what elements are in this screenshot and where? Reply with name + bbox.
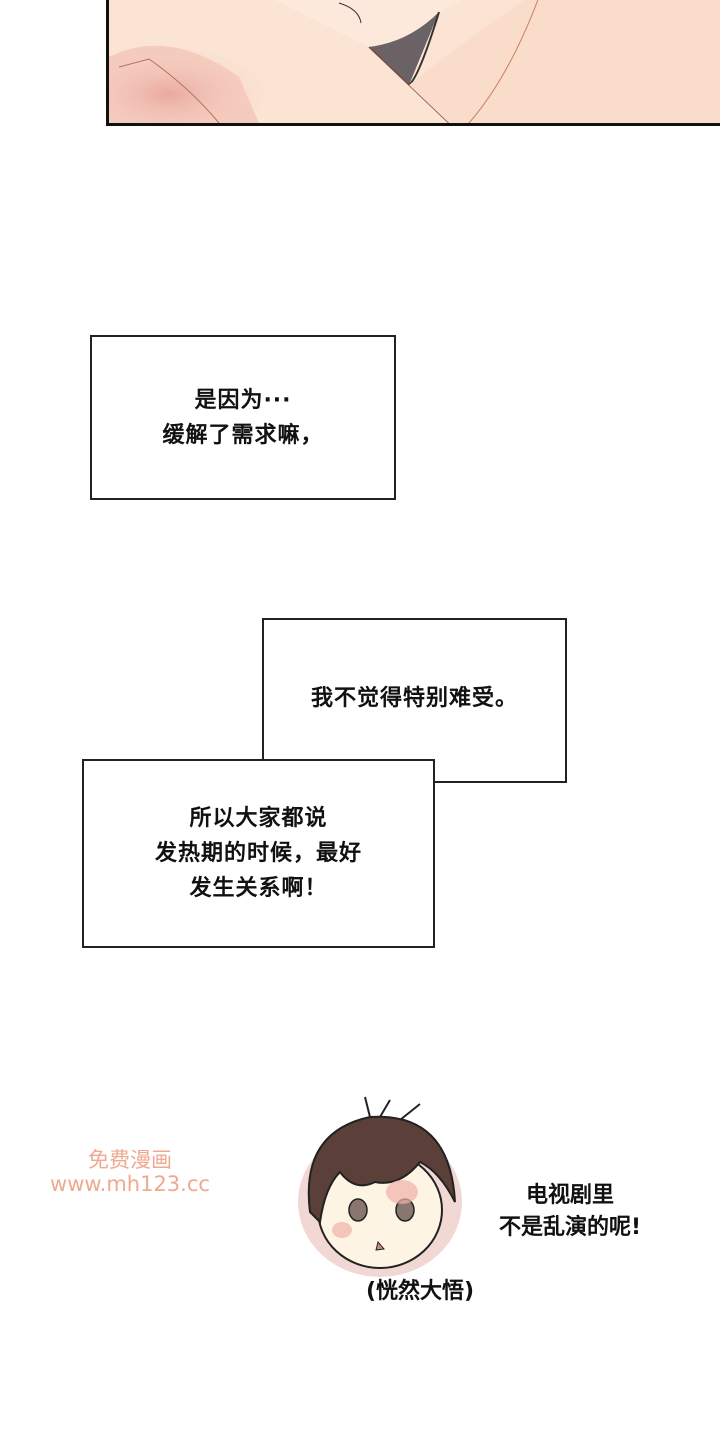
caption-box-1: 是因为··· 缓解了需求嘛， bbox=[90, 335, 396, 500]
caption-line: 缓解了需求嘛， bbox=[162, 422, 324, 448]
skin-closeup-illustration bbox=[109, 0, 720, 123]
caption-line: 是因为··· bbox=[194, 387, 292, 413]
speech-text: 电视剧里 不是乱演的呢! bbox=[470, 1180, 670, 1244]
watermark-line: www.mh123.cc bbox=[50, 1172, 210, 1196]
caption-box-2: 我不觉得特别难受。 bbox=[262, 618, 567, 783]
comic-panel-top bbox=[106, 0, 720, 126]
speech-line: 电视剧里 bbox=[525, 1183, 614, 1208]
chibi-character-head bbox=[298, 1096, 462, 1277]
caption-line: 我不觉得特别难受。 bbox=[310, 686, 518, 711]
watermark-line: 免费漫画 bbox=[88, 1148, 172, 1172]
watermark: 免费漫画 www.mh123.cc bbox=[40, 1148, 220, 1196]
speech-line: 不是乱演的呢! bbox=[498, 1215, 642, 1240]
caption-box-3: 所以大家都说 发热期的时候，最好 发生关系啊！ bbox=[82, 759, 435, 948]
caption-line: 所以大家都说 bbox=[189, 806, 328, 831]
caption-line: 发生关系啊！ bbox=[189, 876, 328, 901]
caption-line: 发热期的时候，最好 bbox=[154, 841, 362, 866]
sfx-text: (恍然大悟) bbox=[365, 1279, 475, 1304]
